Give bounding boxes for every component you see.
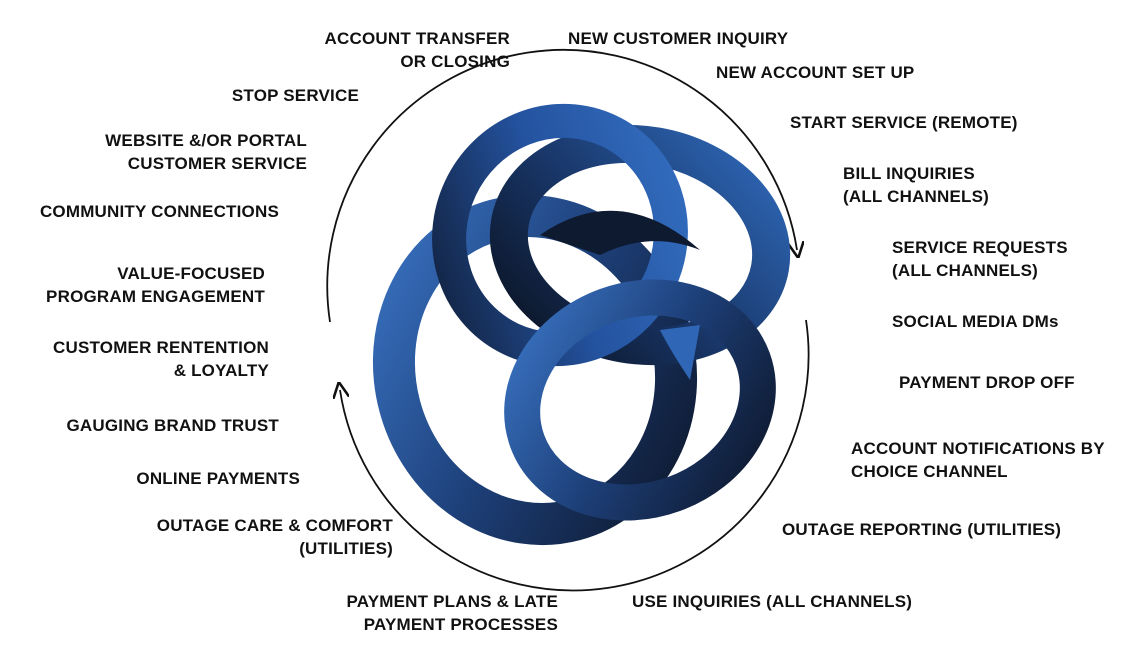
label-gauging-brand-trust: GAUGING BRAND TRUST bbox=[66, 416, 279, 435]
label-community-connections: COMMUNITY CONNECTIONS bbox=[39, 202, 279, 221]
label-account-notifications: ACCOUNT NOTIFICATIONS BY CHOICE CHANNEL bbox=[851, 439, 1105, 481]
label-use-inquiries: USE INQUIRIES (ALL CHANNELS) bbox=[632, 592, 913, 611]
swirl-logo-icon bbox=[372, 103, 791, 546]
label-website-portal: WEBSITE &/OR PORTAL CUSTOMER SERVICE bbox=[105, 131, 307, 173]
label-outage-care: OUTAGE CARE & COMFORT (UTILITIES) bbox=[156, 516, 393, 558]
label-new-account-set-up: NEW ACCOUNT SET UP bbox=[716, 63, 915, 82]
label-new-customer-inquiry: NEW CUSTOMER INQUIRY bbox=[568, 29, 789, 48]
label-social-media-dms: SOCIAL MEDIA DMs bbox=[892, 312, 1059, 331]
label-value-focused: VALUE-FOCUSED PROGRAM ENGAGEMENT bbox=[46, 264, 265, 306]
label-payment-drop-off: PAYMENT DROP OFF bbox=[899, 373, 1075, 392]
label-online-payments: ONLINE PAYMENTS bbox=[136, 469, 300, 488]
label-account-transfer: ACCOUNT TRANSFER OR CLOSING bbox=[324, 29, 510, 71]
cycle-arc-bottom bbox=[340, 319, 810, 592]
label-service-requests: SERVICE REQUESTS (ALL CHANNELS) bbox=[892, 238, 1068, 280]
label-payment-plans: PAYMENT PLANS & LATE PAYMENT PROCESSES bbox=[346, 592, 558, 634]
label-bill-inquiries: BILL INQUIRIES (ALL CHANNELS) bbox=[843, 164, 990, 206]
cycle-arc-top bbox=[326, 48, 797, 323]
label-outage-reporting: OUTAGE REPORTING (UTILITIES) bbox=[782, 520, 1062, 539]
label-customer-retention: CUSTOMER RENTENTION & LOYALTY bbox=[53, 338, 269, 380]
label-start-service-remote: START SERVICE (REMOTE) bbox=[790, 113, 1018, 132]
label-stop-service: STOP SERVICE bbox=[231, 86, 359, 105]
